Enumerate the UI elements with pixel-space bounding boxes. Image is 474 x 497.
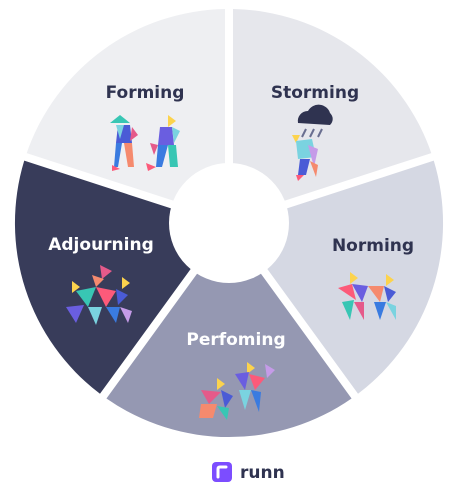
tangram-figure-under-storm-cloud-icon — [292, 104, 333, 181]
performing-segment — [106, 270, 352, 438]
tangram-two-figures-walking-icon — [338, 272, 396, 320]
runn-logo-icon — [212, 462, 232, 482]
tangram-two-figures-waving-icon — [110, 115, 180, 171]
performing-label: Perfoming — [186, 330, 285, 350]
adjourning-label: Adjourning — [48, 235, 154, 255]
center-hub — [169, 163, 289, 283]
brand-logo: runn — [212, 462, 285, 483]
tangram-figures-jumping-icon — [199, 362, 275, 420]
storming-segment — [233, 9, 432, 202]
norming-label: Norming — [332, 236, 414, 256]
brand-name: runn — [240, 463, 285, 483]
tangram-figures-embracing-icon — [66, 265, 132, 325]
storming-label: Storming — [271, 83, 359, 103]
forming-label: Forming — [106, 83, 185, 103]
